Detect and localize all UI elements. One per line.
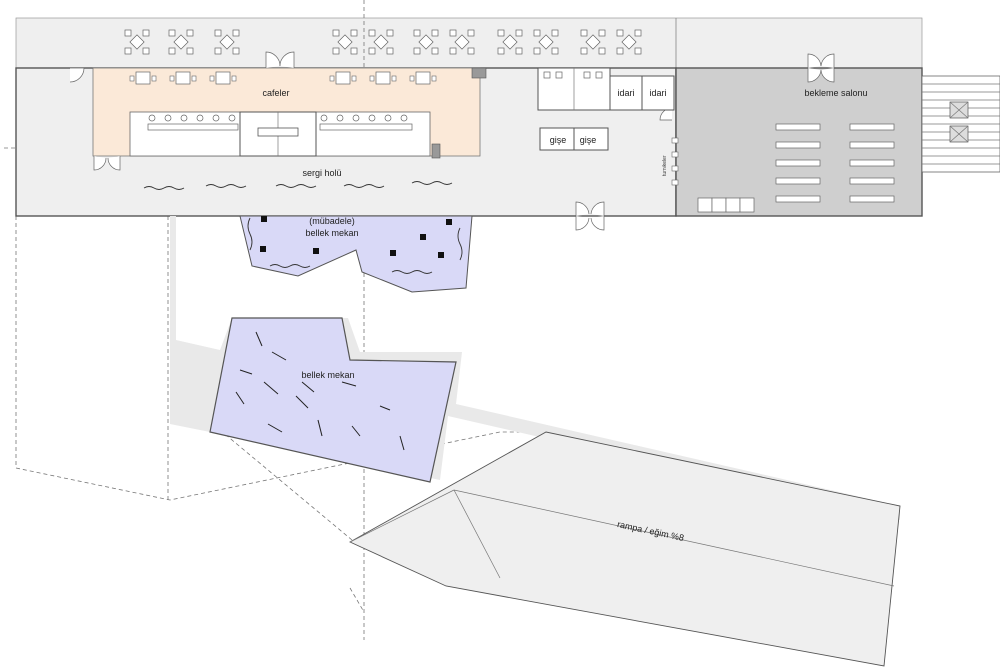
label-memory-lower: bellek mekan [301, 370, 354, 380]
admin-room-2 [641, 75, 675, 111]
label-memory-upper: bellek mekan [305, 228, 358, 238]
label-admin-1: idari [617, 88, 634, 98]
ticket-booth-2 [573, 127, 609, 151]
exhibit-panels [143, 181, 453, 190]
site-boundary [15, 216, 546, 501]
ramp [349, 431, 901, 667]
label-ticket-2: gişe [580, 135, 597, 145]
memory-markers [260, 216, 452, 258]
door [69, 51, 835, 231]
label-waiting-hall: bekleme salonu [804, 88, 867, 98]
label-ticket-1: gişe [550, 135, 567, 145]
label-cafe: cafeler [262, 88, 289, 98]
waiting-benches [775, 123, 895, 203]
memory-space-upper [239, 215, 473, 293]
admin-room-1 [609, 75, 643, 111]
memory-panels [235, 331, 405, 451]
label-exhibition-hall: sergi holü [302, 168, 341, 178]
turnstiles [671, 137, 679, 186]
label-turnstiles: turnikeler [662, 155, 668, 176]
terrace-tables [124, 29, 642, 55]
label-admin-2: idari [649, 88, 666, 98]
terrace [15, 17, 923, 69]
memory-space-lower [209, 317, 457, 483]
label-memory-upper-note: (mübadele) [309, 216, 355, 226]
